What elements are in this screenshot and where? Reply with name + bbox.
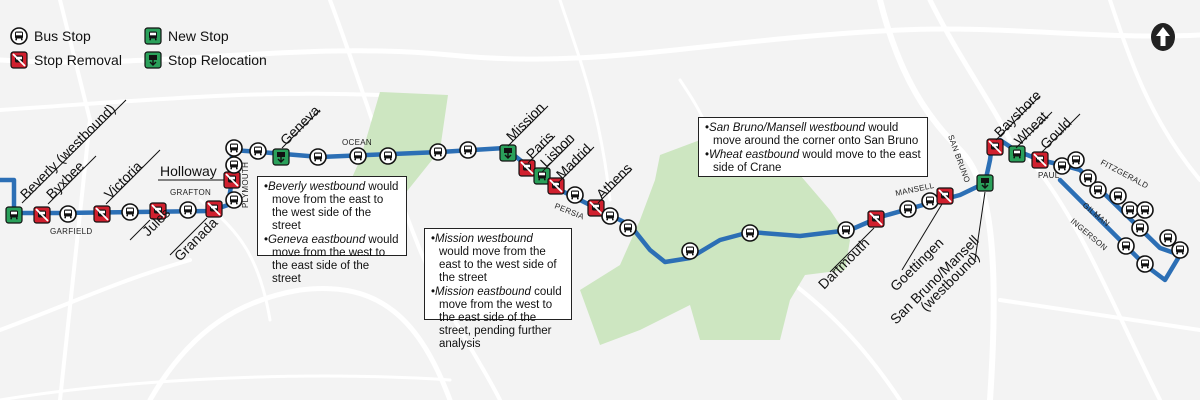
new-stop-icon bbox=[1008, 145, 1026, 163]
bus-stop-icon bbox=[309, 148, 327, 166]
stop-relocation-icon bbox=[499, 144, 517, 162]
bus-stop-icon bbox=[899, 200, 917, 218]
bus-stop-icon bbox=[1067, 151, 1085, 169]
bus-stop-icon bbox=[921, 192, 939, 210]
note-san-bruno: •San Bruno/Mansell westbound would move … bbox=[698, 117, 928, 177]
stop-removal-icon bbox=[518, 159, 536, 177]
street-fitzgerald: FITZGERALD bbox=[1099, 158, 1150, 191]
street-garfield: GARFIELD bbox=[50, 227, 92, 236]
bus-stop-icon bbox=[59, 205, 77, 223]
legend-bus-stop: Bus Stop bbox=[34, 28, 91, 44]
bus-stop-icon bbox=[1159, 229, 1177, 247]
stop-removal-icon bbox=[867, 210, 885, 228]
bus-stop-icon bbox=[1136, 201, 1154, 219]
stop-removal-icon bbox=[93, 205, 111, 223]
bus-stop-icon bbox=[1089, 181, 1107, 199]
bus-stop-icon bbox=[566, 186, 584, 204]
street-plymouth: PLYMOUTH bbox=[241, 162, 250, 208]
legend-stop-relocation: Stop Relocation bbox=[168, 52, 267, 68]
bus-stop-icon bbox=[121, 203, 139, 221]
bus-stop-icon bbox=[619, 219, 637, 237]
stop-removal-icon bbox=[10, 51, 28, 69]
stop-removal-icon bbox=[936, 187, 954, 205]
bus-stop-icon bbox=[379, 147, 397, 165]
legend-new-stop: New Stop bbox=[168, 28, 229, 44]
bus-stop-icon bbox=[225, 191, 243, 209]
note-mission: •Mission westbound would move from the e… bbox=[424, 228, 572, 350]
bus-stop-icon bbox=[1171, 241, 1189, 259]
bus-stop-icon bbox=[429, 143, 447, 161]
stop-removal-icon bbox=[223, 171, 241, 189]
bus-stop-icon bbox=[1117, 237, 1135, 255]
label-granada: Granada bbox=[171, 214, 221, 264]
label-athens: Athens bbox=[593, 160, 635, 202]
bus-stop-icon bbox=[225, 156, 243, 174]
note-bullet: •San Bruno/Mansell westbound would move … bbox=[705, 122, 919, 147]
bus-stop-icon bbox=[1121, 201, 1139, 219]
bus-stop-icon bbox=[741, 224, 759, 242]
legend-stop-removal: Stop Removal bbox=[34, 52, 122, 68]
bus-stop-icon bbox=[10, 27, 28, 45]
bus-stop-icon bbox=[681, 242, 699, 260]
street-grafton: GRAFTON bbox=[170, 188, 211, 197]
bus-stop-icon bbox=[601, 207, 619, 225]
bus-stop-icon bbox=[837, 221, 855, 239]
stop-relocation-icon bbox=[272, 148, 290, 166]
stop-removal-icon bbox=[33, 206, 51, 224]
note-bullet: •Beverly westbound would move from the e… bbox=[264, 181, 399, 232]
north-arrow-icon bbox=[1151, 23, 1175, 51]
stop-relocation-icon bbox=[144, 51, 162, 69]
stop-removal-icon bbox=[986, 138, 1004, 156]
bus-stop-icon bbox=[459, 141, 477, 159]
bus-stop-icon bbox=[1109, 187, 1127, 205]
new-stop-icon bbox=[144, 27, 162, 45]
note-bullet: •Geneva eastbound would move from the we… bbox=[264, 234, 399, 285]
label-holloway: Holloway bbox=[160, 163, 217, 179]
bus-stop-icon bbox=[349, 147, 367, 165]
street-gilman: GILMAN bbox=[1081, 201, 1112, 229]
stop-removal-icon bbox=[1031, 151, 1049, 169]
bus-stop-icon bbox=[1136, 255, 1154, 273]
new-stop-icon bbox=[5, 206, 23, 224]
note-bullet: •Mission westbound would move from the e… bbox=[431, 233, 557, 284]
bus-stop-icon bbox=[225, 139, 243, 157]
map-legend: Bus Stop New Stop Stop Removal Stop Relo… bbox=[10, 24, 281, 72]
bus-stop-icon bbox=[1131, 219, 1149, 237]
note-beverly-geneva: •Beverly westbound would move from the e… bbox=[257, 176, 407, 285]
label-victoria: Victoria bbox=[101, 158, 145, 202]
bus-stop-icon bbox=[249, 142, 267, 160]
label-geneva: Geneva bbox=[277, 102, 323, 148]
stop-relocation-icon bbox=[976, 174, 994, 192]
note-bullet: •Mission eastbound could move from the w… bbox=[431, 286, 562, 350]
bus-stop-icon bbox=[179, 201, 197, 219]
street-ocean: OCEAN bbox=[342, 138, 372, 147]
street-persia: PERSIA bbox=[553, 202, 586, 222]
street-paul: PAUL bbox=[1038, 171, 1060, 180]
note-bullet: •Wheat eastbound would move to the east … bbox=[705, 149, 921, 174]
